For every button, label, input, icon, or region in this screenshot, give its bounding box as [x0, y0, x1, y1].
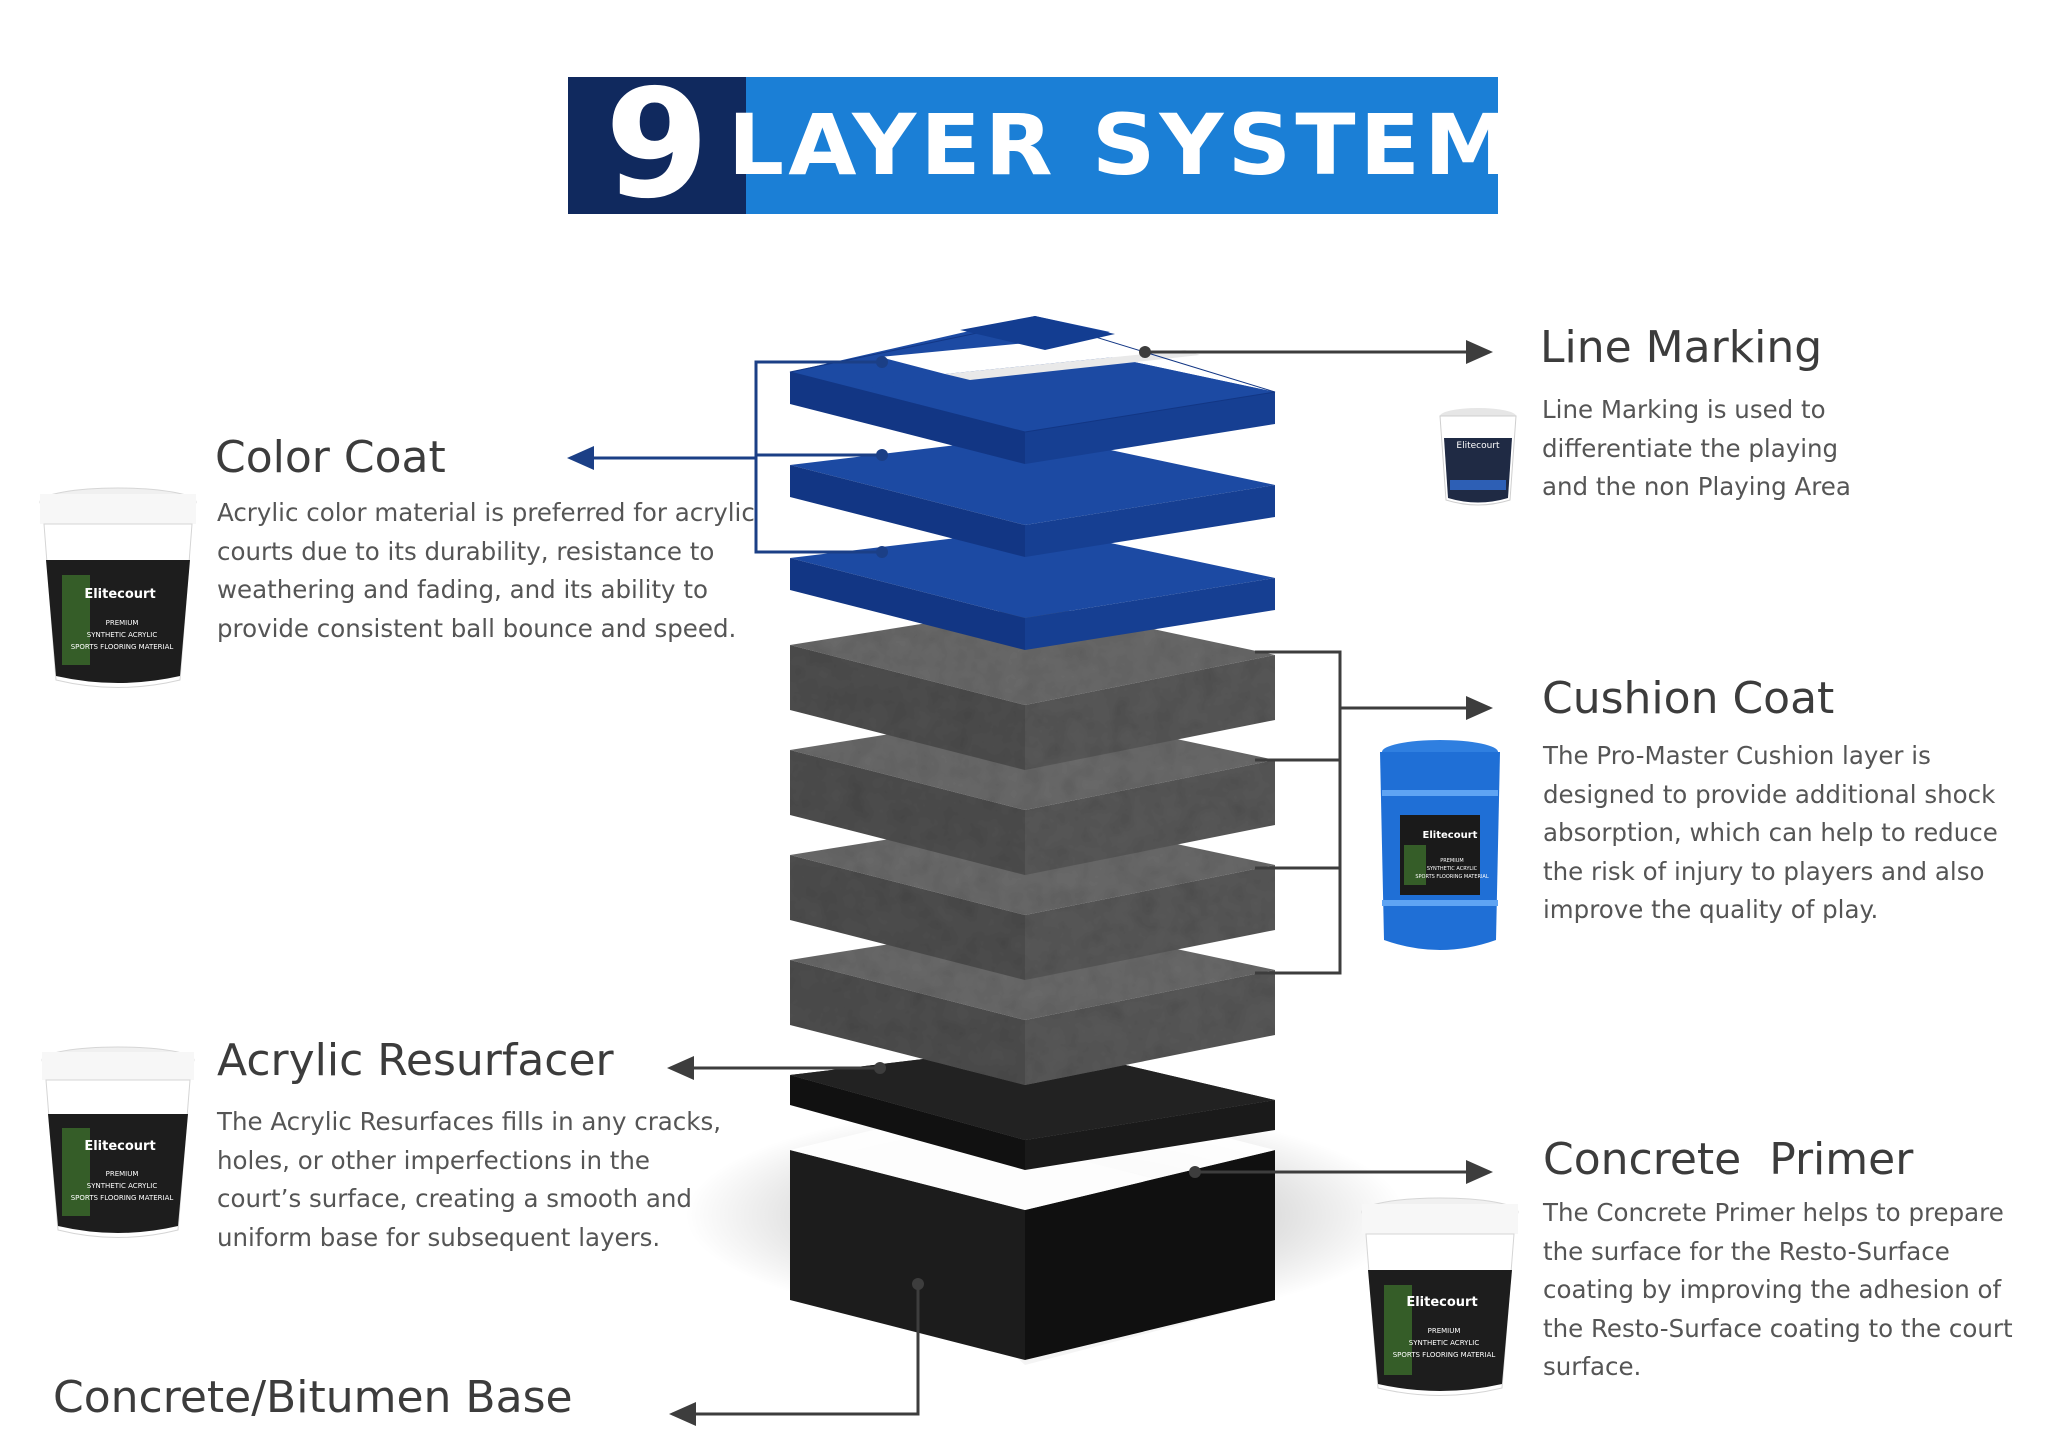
svg-text:Elitecourt: Elitecourt	[1423, 830, 1478, 841]
cushion-bracket	[1255, 650, 1342, 975]
color-layer-3	[790, 528, 1275, 650]
svg-text:SPORTS FLOORING MATERIAL: SPORTS FLOORING MATERIAL	[1393, 1351, 1496, 1359]
color-coat-bucket-icon: Elitecourt PREMIUM SYNTHETIC ACRYLIC SPO…	[39, 487, 197, 688]
concrete-primer-title: Concrete Primer	[1543, 1134, 1914, 1185]
base-title: Concrete/Bitumen Base	[53, 1372, 573, 1423]
color-layer-2	[790, 435, 1275, 557]
acrylic-resurfacer-title: Acrylic Resurfacer	[217, 1035, 614, 1086]
line-marking-description: Line Marking is used to differentiate th…	[1542, 395, 1851, 501]
svg-text:SPORTS FLOORING MATERIAL: SPORTS FLOORING MATERIAL	[71, 1194, 174, 1202]
acrylic-resurfacer-description: The Acrylic Resurfaces fills in any crac…	[217, 1107, 722, 1252]
cushion-drum-icon: Elitecourt PREMIUM SYNTHETIC ACRYLIC SPO…	[1380, 740, 1500, 950]
banner-number-box	[568, 77, 746, 214]
concrete-primer-description: The Concrete Primer helps to prepare the…	[1543, 1198, 2013, 1381]
primer-bucket-icon: Elitecourt PREMIUM SYNTHETIC ACRYLIC SPO…	[1361, 1197, 1519, 1396]
resurfacer-layer	[790, 1045, 1275, 1170]
color-coat-title: Color Coat	[215, 432, 446, 483]
svg-text:SPORTS FLOORING MATERIAL: SPORTS FLOORING MATERIAL	[1415, 874, 1488, 880]
banner-title: LAYER SYSTEM	[727, 96, 1517, 194]
color-coat-layers	[789, 316, 1276, 650]
cushion-coat-title: Cushion Coat	[1542, 673, 1835, 724]
svg-text:SYNTHETIC ACRYLIC: SYNTHETIC ACRYLIC	[1409, 1339, 1480, 1347]
base-arrow	[669, 1284, 920, 1426]
line-marking-title: Line Marking	[1540, 322, 1823, 373]
svg-text:SYNTHETIC ACRYLIC: SYNTHETIC ACRYLIC	[1427, 866, 1478, 872]
cushion-layer-1	[790, 605, 1275, 770]
color-coat-description: Acrylic color material is preferred for …	[217, 498, 755, 643]
cushion-layers	[790, 605, 1275, 1085]
svg-text:SYNTHETIC ACRYLIC: SYNTHETIC ACRYLIC	[87, 631, 158, 639]
svg-text:SYNTHETIC ACRYLIC: SYNTHETIC ACRYLIC	[87, 1182, 158, 1190]
svg-text:Elitecourt: Elitecourt	[1406, 1295, 1477, 1310]
base-block	[790, 1090, 1275, 1365]
resurfacer-bucket-icon: Elitecourt PREMIUM SYNTHETIC ACRYLIC SPO…	[41, 1046, 195, 1238]
court-line-mark	[880, 334, 1185, 374]
cushion-coat-description: The Pro-Master Cushion layer is designed…	[1543, 741, 1998, 924]
svg-text:SPORTS FLOORING MATERIAL: SPORTS FLOORING MATERIAL	[71, 643, 174, 651]
svg-text:PREMIUM: PREMIUM	[106, 1170, 139, 1178]
banner-title-box	[746, 77, 1498, 214]
svg-text:Elitecourt: Elitecourt	[1456, 441, 1500, 451]
svg-text:PREMIUM: PREMIUM	[1428, 1327, 1461, 1335]
svg-text:Elitecourt: Elitecourt	[84, 1139, 155, 1154]
banner-number: 9	[604, 58, 710, 232]
line-marking-dot	[1139, 346, 1151, 358]
svg-text:Elitecourt: Elitecourt	[84, 587, 155, 602]
line-marking-layer	[789, 316, 1276, 433]
line-marking-bucket-icon: Elitecourt	[1439, 408, 1517, 506]
svg-text:PREMIUM: PREMIUM	[1440, 858, 1463, 864]
svg-text:PREMIUM: PREMIUM	[106, 619, 139, 627]
header-banner: 9 LAYER SYSTEM	[568, 58, 1512, 232]
